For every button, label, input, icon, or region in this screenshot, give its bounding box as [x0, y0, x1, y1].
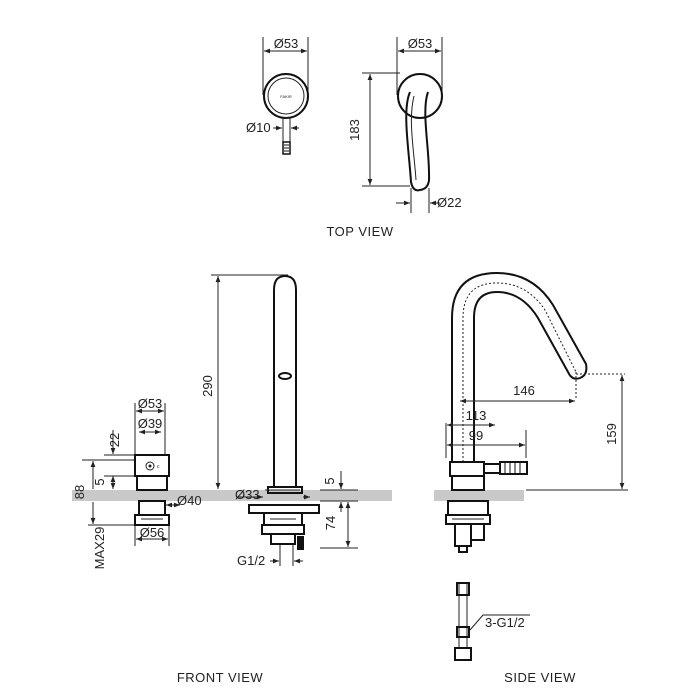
lever-diameter-label: Ø10: [246, 120, 271, 135]
side-view: 146 159 113 99 3-G1/2: [445, 271, 628, 661]
top-view-title: TOP VIEW: [326, 224, 393, 239]
deck-surface-side: [434, 490, 524, 501]
spout-below-deck-label: 74: [323, 516, 338, 530]
outlet-height-label: 159: [604, 423, 619, 445]
spout-base-diameter-label: Ø33: [235, 487, 260, 502]
deck-surface-front: [72, 490, 392, 501]
front-handle-height-label: 22: [107, 433, 122, 447]
spout-length-label: 183: [347, 119, 362, 141]
front-deck-gap-label: 5: [92, 478, 107, 485]
svg-text:c: c: [157, 464, 160, 470]
top-view-handle: Ø53 FAKIR Ø10: [246, 36, 309, 155]
front-view-handle: Ø53 Ø39 22 c 5 88 Ø40 Ø56 MAX29: [72, 396, 202, 569]
spout-reach-label: 146: [513, 383, 535, 398]
spout-height-label: 290: [200, 375, 215, 397]
spout-tip-diameter-label: Ø22: [437, 195, 462, 210]
spout-thread-label: G1/2: [237, 553, 265, 568]
spout-diameter-label: Ø53: [408, 36, 433, 51]
side-view-title: SIDE VIEW: [504, 670, 576, 685]
top-view-spout: Ø53 183 Ø22: [347, 36, 462, 213]
body-reach-label: 99: [469, 428, 483, 443]
front-view-spout: 290 Ø33 G1/2 5 74: [200, 274, 358, 568]
front-max-thickness-label: MAX29: [92, 527, 107, 570]
lever-reach-label: 113: [466, 408, 487, 423]
spout-inlet-nipple: [297, 536, 304, 550]
front-handle-top-diameter-label: Ø53: [138, 396, 163, 411]
spout-deck-gap-label: 5: [322, 477, 337, 484]
front-below-deck-diameter-label: Ø40: [177, 493, 202, 508]
hose-thread-label: 3-G1/2: [485, 615, 525, 630]
front-handle-body-diameter-label: Ø39: [138, 416, 163, 431]
front-base-diameter-label: Ø56: [140, 525, 165, 540]
front-handle-total-height-label: 88: [72, 485, 87, 499]
brand-logo: FAKIR: [280, 94, 292, 99]
handle-diameter-label: Ø53: [274, 36, 299, 51]
front-view-title: FRONT VIEW: [177, 670, 264, 685]
